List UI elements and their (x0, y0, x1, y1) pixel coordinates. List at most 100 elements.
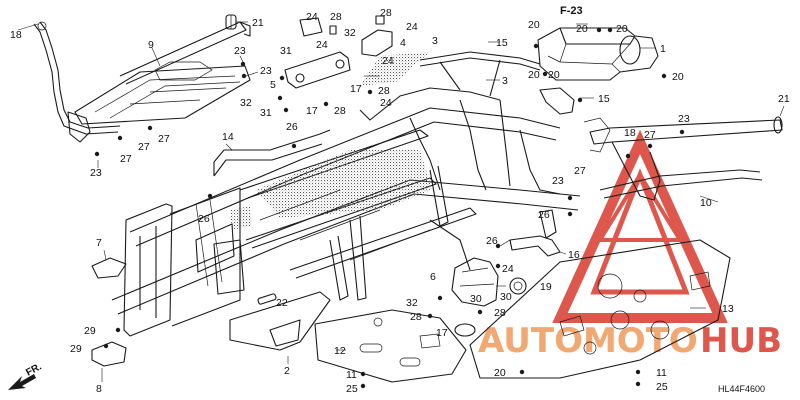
watermark-text-red: HUB (700, 321, 782, 361)
callout-30a: 30 (470, 293, 482, 305)
callout-28f: 28 (494, 307, 506, 319)
callout-19: 19 (540, 281, 552, 293)
callout-31a: 31 (280, 45, 292, 57)
part-2-main-frame (111, 51, 581, 351)
callout-13: 13 (722, 303, 734, 315)
callout-20d: 20 (528, 69, 540, 81)
callout-23e: 23 (552, 175, 564, 187)
part-6-mount (451, 257, 527, 337)
callout-26c: 26 (198, 213, 210, 225)
callout-7: 7 (96, 237, 102, 249)
diagram-code: HL44F4600 (718, 384, 765, 394)
callout-1: 1 (660, 43, 666, 55)
callout-27c: 27 (120, 153, 132, 165)
callout-11b: 11 (656, 367, 667, 379)
callout-30b: 30 (500, 291, 512, 303)
part-7-bracket (91, 257, 127, 279)
callout-29a: 29 (84, 325, 96, 337)
callout-23c: 23 (90, 167, 102, 179)
callout-26d: 26 (486, 235, 498, 247)
part-rear-rail-left (33, 21, 121, 143)
callout-3a: 3 (432, 35, 438, 47)
callout-20f: 20 (672, 71, 684, 83)
part-22 (257, 293, 277, 305)
callout-20c: 20 (616, 23, 628, 35)
callout-25a: 25 (346, 383, 358, 395)
callout-32a: 32 (344, 27, 356, 39)
callout-11a: 11 (346, 369, 357, 381)
callout-16: 16 (568, 249, 580, 261)
callout-8: 8 (96, 383, 102, 395)
callout-21a: 21 (252, 17, 264, 29)
callout-10: 10 (700, 197, 712, 209)
part-10-side-tube (583, 116, 783, 201)
callout-29b: 29 (70, 343, 82, 355)
callout-14: 14 (222, 131, 234, 143)
callout-22: 22 (276, 297, 288, 309)
callout-28b: 28 (380, 7, 392, 19)
fastener-dots (94, 27, 685, 389)
callout-17c: 17 (436, 327, 448, 339)
callout-28a: 28 (330, 11, 342, 23)
callout-20a: 20 (528, 19, 540, 31)
callout-25b: 25 (656, 381, 668, 393)
reference-f23: F-23 (560, 5, 583, 17)
callout-15a: 15 (496, 37, 508, 49)
callout-31b: 31 (260, 107, 272, 119)
callout-32b: 32 (240, 97, 252, 109)
callout-20g: 20 (494, 367, 506, 379)
part-cargo-bed-frame (74, 21, 251, 125)
watermark-logo: AUTOMOTO HUB (478, 129, 782, 361)
callout-18a: 18 (10, 29, 22, 41)
callout-12: 12 (334, 345, 346, 357)
watermark-text-orange: AUTOMOTO (478, 321, 698, 361)
part-12-skid-plate (314, 309, 467, 383)
part-1-box (537, 27, 659, 81)
callout-28d: 28 (378, 85, 390, 97)
callout-18b: 18 (624, 127, 636, 139)
callout-27b: 27 (138, 141, 150, 153)
callout-24f: 24 (502, 263, 514, 275)
callout-5: 5 (270, 79, 276, 91)
callout-labels: 18 9 21 23 23 27 27 27 23 24 28 28 24 31… (10, 5, 790, 395)
callout-3b: 3 (502, 75, 508, 87)
callout-26b: 26 (538, 209, 550, 221)
part-8-bracket (91, 341, 127, 367)
callout-6: 6 (430, 271, 436, 283)
part-13-skid-plate (469, 239, 731, 379)
callout-15b: 15 (598, 93, 610, 105)
callout-32c: 32 (406, 297, 418, 309)
watermark-triangle-icon (552, 129, 728, 323)
callout-27d: 27 (644, 129, 656, 141)
callout-4: 4 (400, 37, 406, 49)
callout-24e: 24 (380, 97, 392, 109)
callout-27e: 27 (574, 165, 586, 177)
part-upper-brackets (284, 15, 393, 89)
front-direction-label: FR. (24, 361, 44, 378)
callout-21b: 21 (778, 93, 790, 105)
callout-24a: 24 (306, 11, 318, 23)
callout-17b: 17 (350, 83, 362, 95)
callout-20b: 20 (576, 23, 588, 35)
callout-24b: 24 (406, 21, 418, 33)
callout-24c: 24 (316, 39, 328, 51)
callout-28c: 28 (334, 105, 346, 117)
callout-23d: 23 (678, 113, 690, 125)
callout-20e: 20 (548, 69, 560, 81)
callout-17a: 17 (306, 105, 318, 117)
callout-9: 9 (148, 39, 154, 51)
parts-linework (8, 14, 785, 390)
callout-28e: 28 (410, 311, 422, 323)
callout-26a: 26 (286, 121, 298, 133)
callout-2: 2 (284, 365, 290, 377)
leader-lines (17, 21, 785, 382)
callout-23a: 23 (234, 45, 246, 57)
part-21-cap (225, 14, 237, 30)
part-16-bracket (499, 209, 561, 257)
callout-23b: 23 (260, 65, 272, 77)
callout-24d: 24 (382, 55, 394, 67)
front-direction-arrow (8, 374, 36, 390)
callout-27a: 27 (158, 133, 170, 145)
